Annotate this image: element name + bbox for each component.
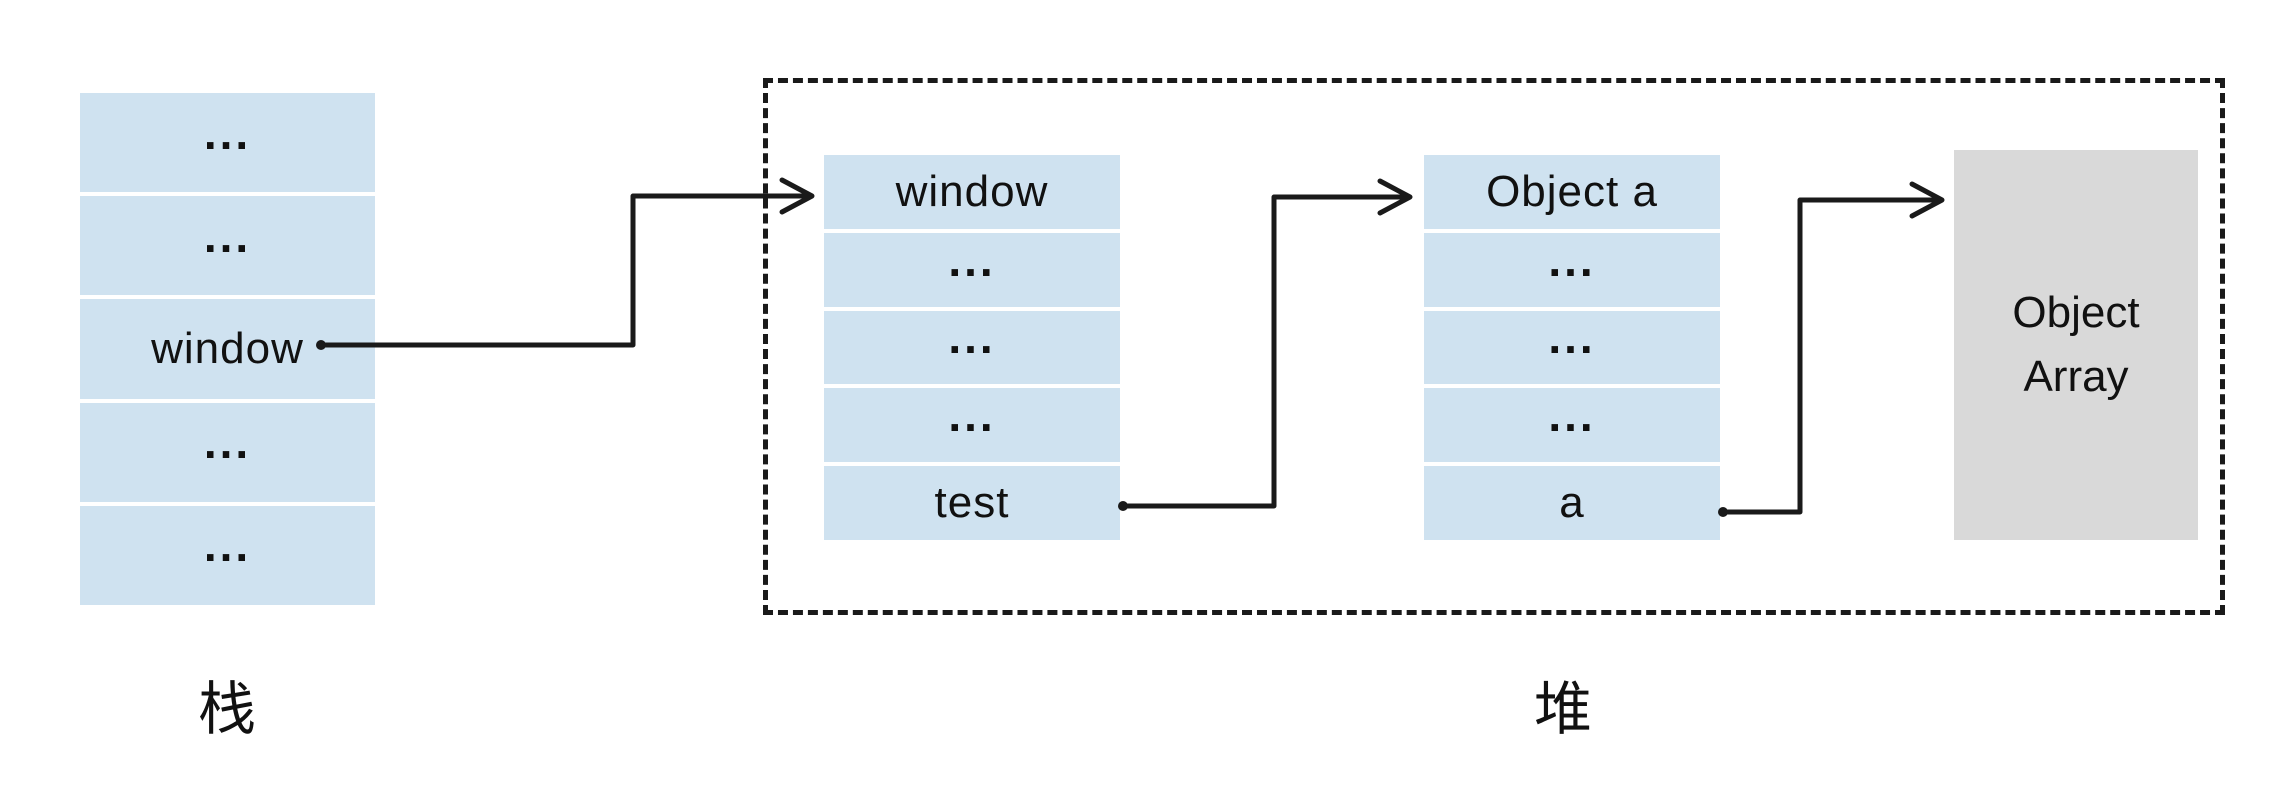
heap2-row: ... (1424, 232, 1720, 307)
heap1-row-window: window (824, 155, 1120, 229)
heap2-row: ... (1424, 388, 1720, 463)
heap1-row-test: test (824, 466, 1120, 540)
heap-object-a-table: Object a ... ... ... a (1424, 155, 1720, 540)
heap1-row: ... (824, 232, 1120, 307)
heap1-row: ... (824, 388, 1120, 463)
object-array-label-line2: Array (2023, 352, 2129, 401)
stack-row: ... (80, 93, 375, 193)
stack-label: 栈 (197, 677, 257, 742)
heap-window-object-table: window ... ... ... test (824, 155, 1120, 540)
object-array-label-line1: Object (2012, 288, 2140, 338)
stack-row: ... (80, 196, 375, 296)
stack-row-window: window (80, 299, 375, 399)
arrow-window-to-heap-object (316, 177, 815, 350)
stack-row: ... (80, 402, 375, 502)
heap-label: 堆 (1533, 677, 1593, 742)
heap2-row-a: a (1424, 466, 1720, 540)
object-array-box: Object Array (1954, 150, 2198, 540)
stack-row: ... (80, 505, 375, 606)
heap1-row: ... (824, 310, 1120, 385)
stack-table: ... ... window ... ... (80, 93, 375, 606)
heap2-row-object-a: Object a (1424, 155, 1720, 229)
heap2-row: ... (1424, 310, 1720, 385)
